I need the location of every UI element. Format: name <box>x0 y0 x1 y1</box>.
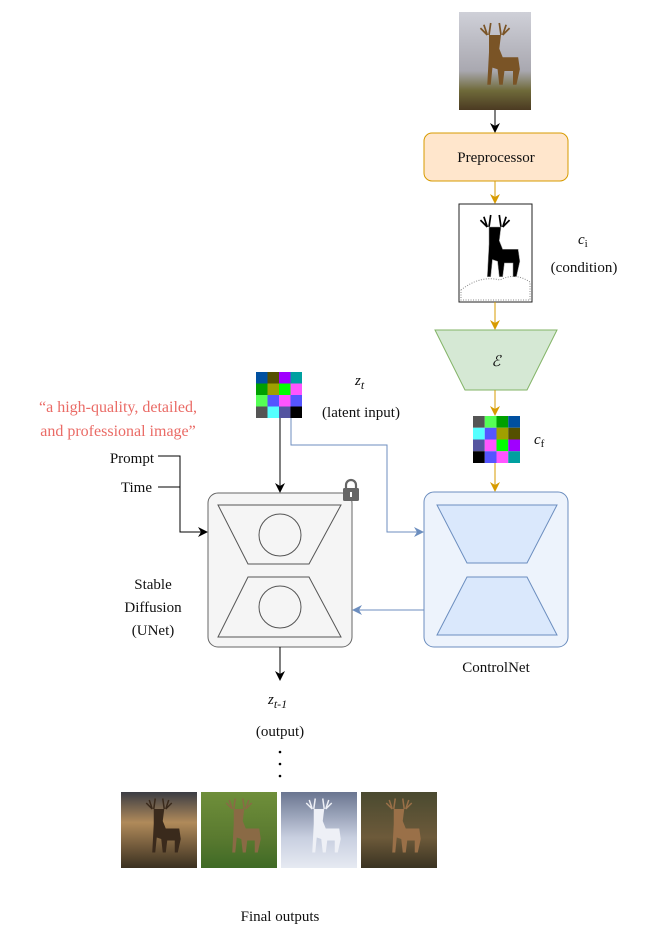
time-label: Time <box>121 480 152 496</box>
output-label: (output) <box>256 724 304 740</box>
controlnet-decoder-trapezoid <box>436 576 558 636</box>
unet-label-line1: Stable <box>134 577 172 593</box>
fgrid-cell <box>496 416 509 428</box>
controlnet-encoder-trapezoid <box>436 504 558 564</box>
lgrid-cell <box>256 372 268 384</box>
lock-icon <box>343 478 359 501</box>
lgrid-cell <box>279 406 291 418</box>
controlnet-label: ControlNet <box>462 660 530 676</box>
preprocessor-box <box>423 132 569 182</box>
fgrid-cell <box>484 439 497 452</box>
preprocessor-label: Preprocessor <box>457 150 534 166</box>
fgrid-cell <box>508 416 520 428</box>
lgrid-cell <box>267 395 279 407</box>
latent-symbol: zt <box>354 373 365 392</box>
lgrid-cell <box>256 395 268 407</box>
ellipsis-dots <box>278 750 282 778</box>
final-output-image-1 <box>121 792 197 868</box>
fgrid-cell <box>496 451 509 463</box>
unet-encoder-trapezoid <box>217 504 342 565</box>
prompt-label: Prompt <box>110 451 155 467</box>
latent-grid <box>256 372 302 418</box>
unet-label-line2: Diffusion <box>124 600 182 616</box>
lgrid-cell <box>279 383 291 395</box>
condition-edge-image <box>458 203 533 303</box>
fgrid-cell <box>508 427 520 440</box>
fgrid-cell <box>473 439 485 452</box>
lgrid-cell <box>279 395 291 407</box>
condition-symbol: ci <box>578 232 588 250</box>
fgrid-cell <box>508 451 520 463</box>
condition-label: (condition) <box>551 260 618 276</box>
input-image <box>459 12 531 110</box>
prompt-text-line1: “a high-quality, detailed, <box>39 399 197 416</box>
latent-label: (latent input) <box>322 405 400 421</box>
lgrid-cell <box>290 383 302 395</box>
fgrid-cell <box>473 416 485 428</box>
lgrid-cell <box>256 406 268 418</box>
lgrid-cell <box>267 372 279 384</box>
controlnet-block <box>423 491 569 648</box>
prompt-text-line2: and professional image” <box>40 423 196 440</box>
lgrid-cell <box>279 372 291 384</box>
fgrid-cell <box>473 451 485 463</box>
encoder-symbol: ℰ <box>491 354 502 370</box>
fgrid-cell <box>484 451 497 463</box>
feature-grid <box>473 416 520 463</box>
lgrid-cell <box>256 383 268 395</box>
arrow-latent-to-controlnet <box>290 418 424 537</box>
fgrid-cell <box>496 439 509 452</box>
fgrid-cell <box>484 416 497 428</box>
lgrid-cell <box>267 383 279 395</box>
arrow-prompt-time-to-unet <box>158 455 208 537</box>
output-symbol: zt-1 <box>267 692 287 711</box>
final-output-image-3 <box>281 792 357 868</box>
fgrid-cell <box>508 439 520 452</box>
lgrid-cell <box>290 395 302 407</box>
unet-block <box>207 492 353 648</box>
fgrid-cell <box>473 427 485 440</box>
final-output-image-4 <box>361 792 437 868</box>
fgrid-cell <box>496 427 509 440</box>
feature-symbol: cf <box>534 432 545 450</box>
final-outputs-label: Final outputs <box>241 909 320 925</box>
unet-label-line3: (UNet) <box>132 623 174 639</box>
final-output-image-2 <box>201 792 277 868</box>
unet-decoder-trapezoid <box>217 576 342 638</box>
fgrid-cell <box>484 427 497 440</box>
lgrid-cell <box>267 406 279 418</box>
lgrid-cell <box>290 406 302 418</box>
encoder-block <box>434 329 558 391</box>
lgrid-cell <box>290 372 302 384</box>
